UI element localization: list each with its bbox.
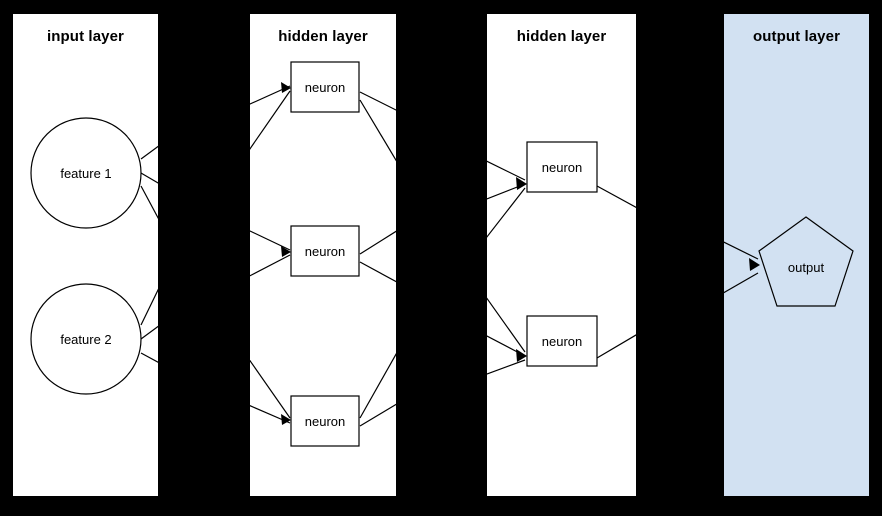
- node-label-hidden1-neuron-3: neuron: [305, 414, 345, 429]
- node-hidden1-neuron-1[interactable]: neuron: [290, 61, 360, 113]
- node-label-hidden1-neuron-2: neuron: [305, 244, 345, 259]
- layer-panel-output[interactable]: output layer output: [724, 14, 869, 496]
- layer-title-output: output layer: [752, 28, 841, 45]
- node-feature-1[interactable]: feature 1: [30, 117, 142, 229]
- node-label-feature-1: feature 1: [60, 166, 111, 181]
- layer-title-input: input layer: [47, 28, 124, 45]
- edges-outgoing-hidden1: [359, 91, 396, 427]
- edges-incoming-hidden1: [250, 82, 291, 425]
- node-hidden2-neuron-2[interactable]: neuron: [526, 315, 598, 367]
- edges-outgoing-hidden2: [596, 185, 636, 359]
- node-hidden2-neuron-1[interactable]: neuron: [526, 141, 598, 193]
- node-label-hidden2-neuron-2: neuron: [542, 334, 582, 349]
- edges-incoming-output: [724, 241, 760, 294]
- layer-title-hidden-1: hidden layer: [278, 28, 368, 45]
- node-label-hidden2-neuron-1: neuron: [542, 160, 582, 175]
- node-feature-2[interactable]: feature 2: [30, 283, 142, 395]
- hidden-layer-2-graphics: neuron neuron: [487, 141, 636, 375]
- edges-input-to-hidden1: [140, 145, 158, 363]
- layer-panel-input[interactable]: input layer feature 1 feature 2: [13, 14, 158, 496]
- layer-title-hidden-2: hidden layer: [516, 28, 607, 45]
- node-label-hidden1-neuron-1: neuron: [305, 80, 345, 95]
- node-output[interactable]: output: [758, 216, 854, 307]
- node-label-output: output: [788, 260, 825, 275]
- node-label-feature-2: feature 2: [60, 332, 111, 347]
- node-hidden1-neuron-2[interactable]: neuron: [290, 225, 360, 277]
- node-hidden1-neuron-3[interactable]: neuron: [290, 395, 360, 447]
- input-layer-graphics: feature 1 feature 2: [30, 117, 158, 395]
- edges-incoming-hidden2: [487, 160, 527, 375]
- layer-panel-hidden-2[interactable]: hidden layer neuron neuron: [487, 14, 636, 496]
- hidden-layer-1-graphics: neuron neuron neuron: [250, 61, 396, 447]
- output-layer-graphics: output: [724, 216, 854, 307]
- layer-panel-hidden-1[interactable]: hidden layer neuron: [250, 14, 396, 496]
